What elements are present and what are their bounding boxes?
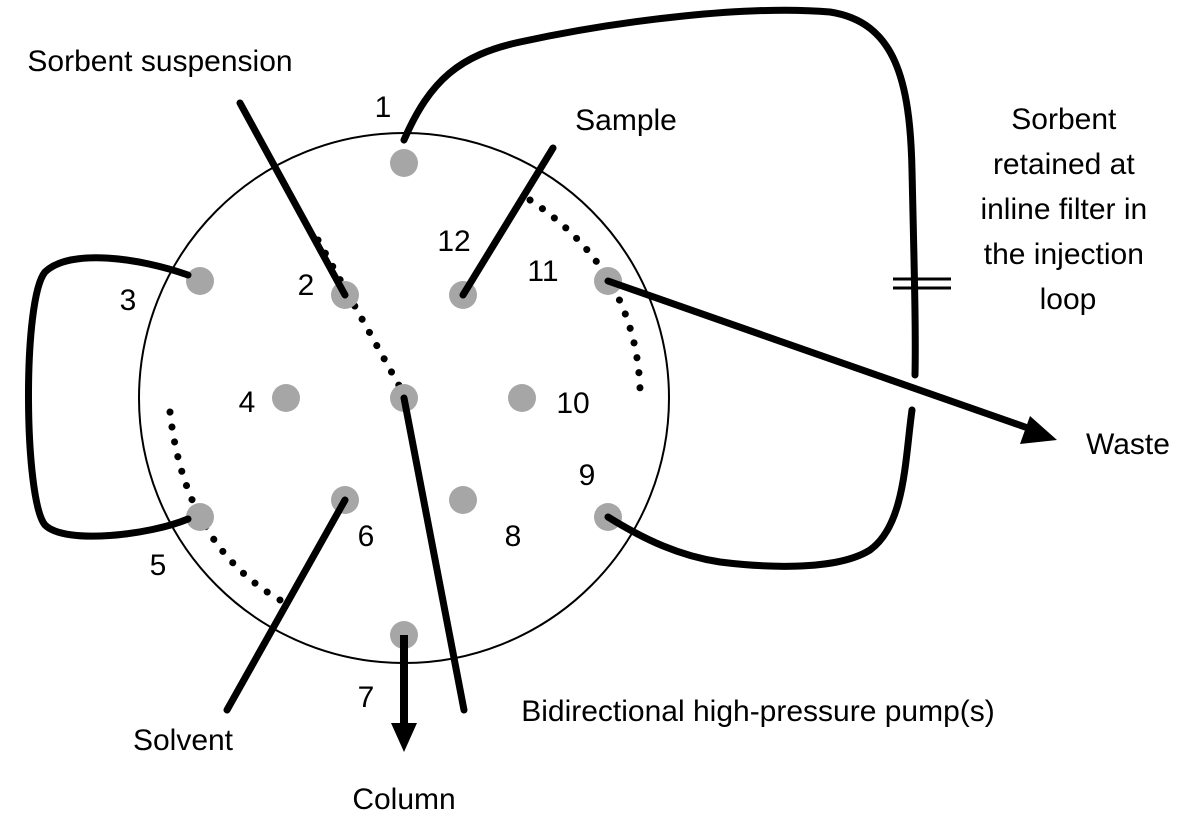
port-label-10: 10 (556, 387, 589, 420)
port-10 (508, 384, 536, 412)
injection-loop-lower (604, 406, 916, 570)
port-label-3: 3 (120, 284, 137, 317)
port-label-4: 4 (239, 386, 256, 419)
port-label-7: 7 (358, 681, 375, 714)
sorbent-retained-line-2: retained at (993, 148, 1135, 181)
solvent-line (223, 496, 349, 714)
sorbent-retained-line-1: Sorbent (1011, 103, 1117, 136)
port-label-6: 6 (358, 520, 375, 553)
dotted-channel-5-6 (166, 408, 284, 604)
waste-label: Waste (1086, 428, 1170, 461)
waste-line (604, 277, 1029, 431)
pump-line (400, 394, 468, 714)
port-3 (186, 267, 214, 295)
port-8 (449, 486, 477, 514)
port-5 (186, 503, 214, 531)
column-label: Column (352, 783, 455, 816)
injection-loop-upper (400, 6, 919, 379)
loop-3-5 (25, 254, 192, 540)
port-label-8: 8 (505, 520, 522, 553)
sorbent-retained-label: Sorbent retained at inline filter in the… (980, 103, 1155, 316)
port-label-11: 11 (527, 255, 558, 288)
sorbent-retained-line-4: the injection (984, 238, 1144, 271)
pump-label: Bidirectional high-pressure pump(s) (521, 695, 995, 728)
port-label-2: 2 (298, 269, 315, 302)
sorbent-retained-line-3: inline filter in (980, 193, 1147, 226)
sorbent-suspension-line (236, 99, 349, 299)
port-1 (390, 149, 418, 177)
waste-arrowhead (1020, 416, 1057, 444)
solvent-label: Solvent (133, 724, 234, 757)
dotted-channel-11-10 (526, 196, 644, 392)
port-label-5: 5 (150, 549, 167, 582)
port-label-9: 9 (579, 459, 596, 492)
sorbent-retained-line-5: loop (1040, 283, 1097, 316)
port-numbers: 1 2 3 4 5 6 7 8 9 10 11 12 (120, 91, 596, 714)
sample-line (459, 144, 557, 299)
sample-label: Sample (575, 104, 677, 137)
port-4 (272, 384, 300, 412)
port-label-12: 12 (437, 225, 470, 258)
column-arrowhead (391, 723, 417, 752)
port-label-1: 1 (375, 91, 392, 124)
sorbent-suspension-label: Sorbent suspension (27, 45, 292, 78)
